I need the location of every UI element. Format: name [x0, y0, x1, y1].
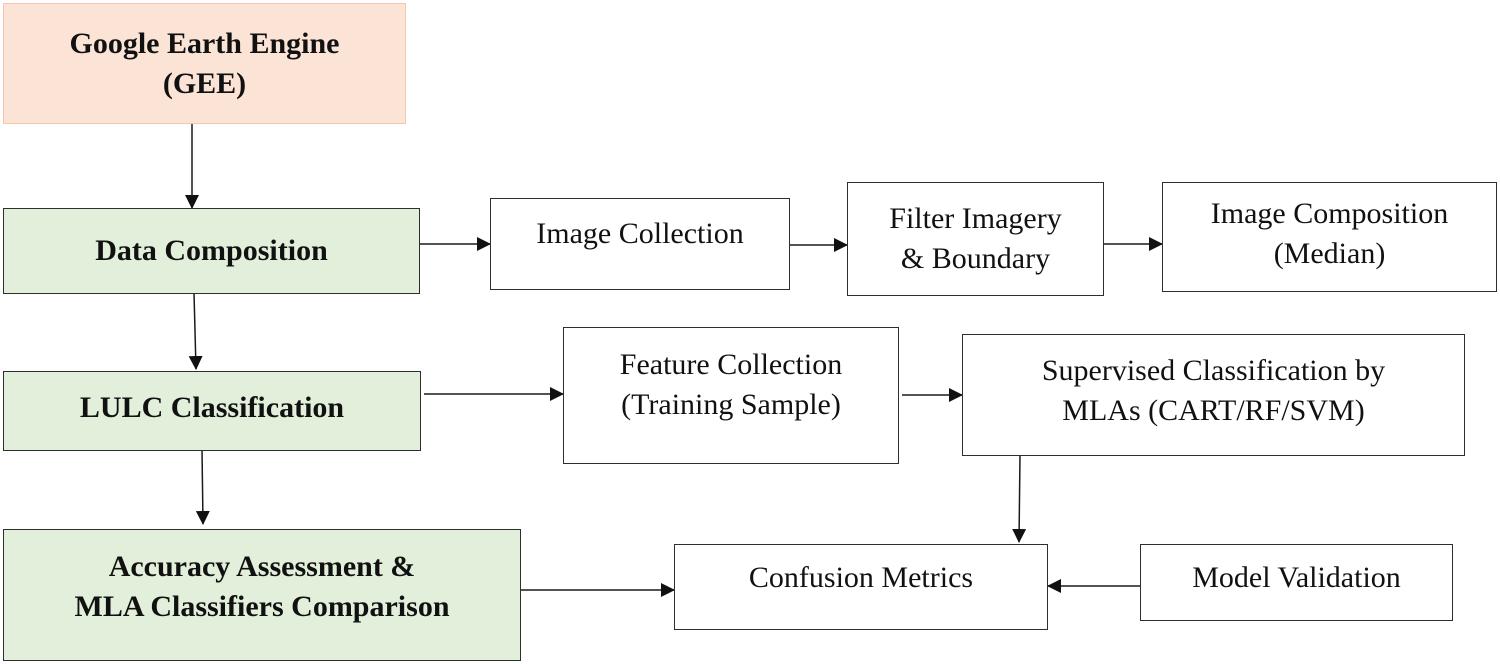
node-image-collection-line1: Image Collection	[536, 217, 744, 250]
node-supervised-line2: MLAs (CART/RF/SVM)	[1062, 394, 1365, 427]
node-filter-imagery: Filter Imagery & Boundary	[847, 182, 1104, 296]
node-confusion-line1: Confusion Metrics	[748, 561, 974, 594]
node-image-composition-line1: Image Composition	[1210, 197, 1449, 230]
node-filter-line2: & Boundary	[900, 242, 1051, 275]
node-image-composition: Image Composition (Median)	[1162, 182, 1497, 292]
node-data-composition: Data Composition	[3, 208, 420, 294]
node-gee: Google Earth Engine (GEE)	[3, 3, 406, 124]
node-accuracy-line2: MLA Classifiers Comparison	[74, 590, 450, 623]
node-model-validation: Model Validation	[1140, 544, 1453, 621]
node-feature-collection-line1: Feature Collection	[619, 347, 843, 381]
node-accuracy-assessment: Accuracy Assessment & MLA Classifiers Co…	[3, 529, 521, 661]
node-feature-collection-line2: (Training Sample)	[621, 387, 841, 421]
node-gee-line2: (GEE)	[162, 66, 247, 100]
node-accuracy-line1: Accuracy Assessment &	[108, 550, 416, 583]
node-data-composition-line1: Data Composition	[95, 234, 328, 267]
node-supervised-classification: Supervised Classification by MLAs (CART/…	[962, 334, 1465, 456]
node-confusion-metrics: Confusion Metrics	[674, 544, 1048, 630]
node-feature-collection: Feature Collection (Training Sample)	[563, 327, 899, 464]
node-image-composition-line2: (Median)	[1273, 237, 1386, 270]
node-supervised-line1: Supervised Classification by	[1041, 354, 1386, 387]
node-lulc-line1: LULC Classification	[79, 391, 345, 424]
node-lulc-classification: LULC Classification	[3, 371, 421, 451]
arrow-lulc-to-accuracy	[195, 448, 210, 525]
node-image-collection: Image Collection	[490, 198, 790, 290]
node-filter-line1: Filter Imagery	[889, 202, 1062, 235]
arrow-data-composition-to-lulc	[188, 292, 203, 370]
node-validation-line1: Model Validation	[1192, 560, 1401, 594]
node-gee-line1: Google Earth Engine	[69, 26, 340, 60]
arrow-supervised-to-confusion	[1012, 454, 1027, 543]
